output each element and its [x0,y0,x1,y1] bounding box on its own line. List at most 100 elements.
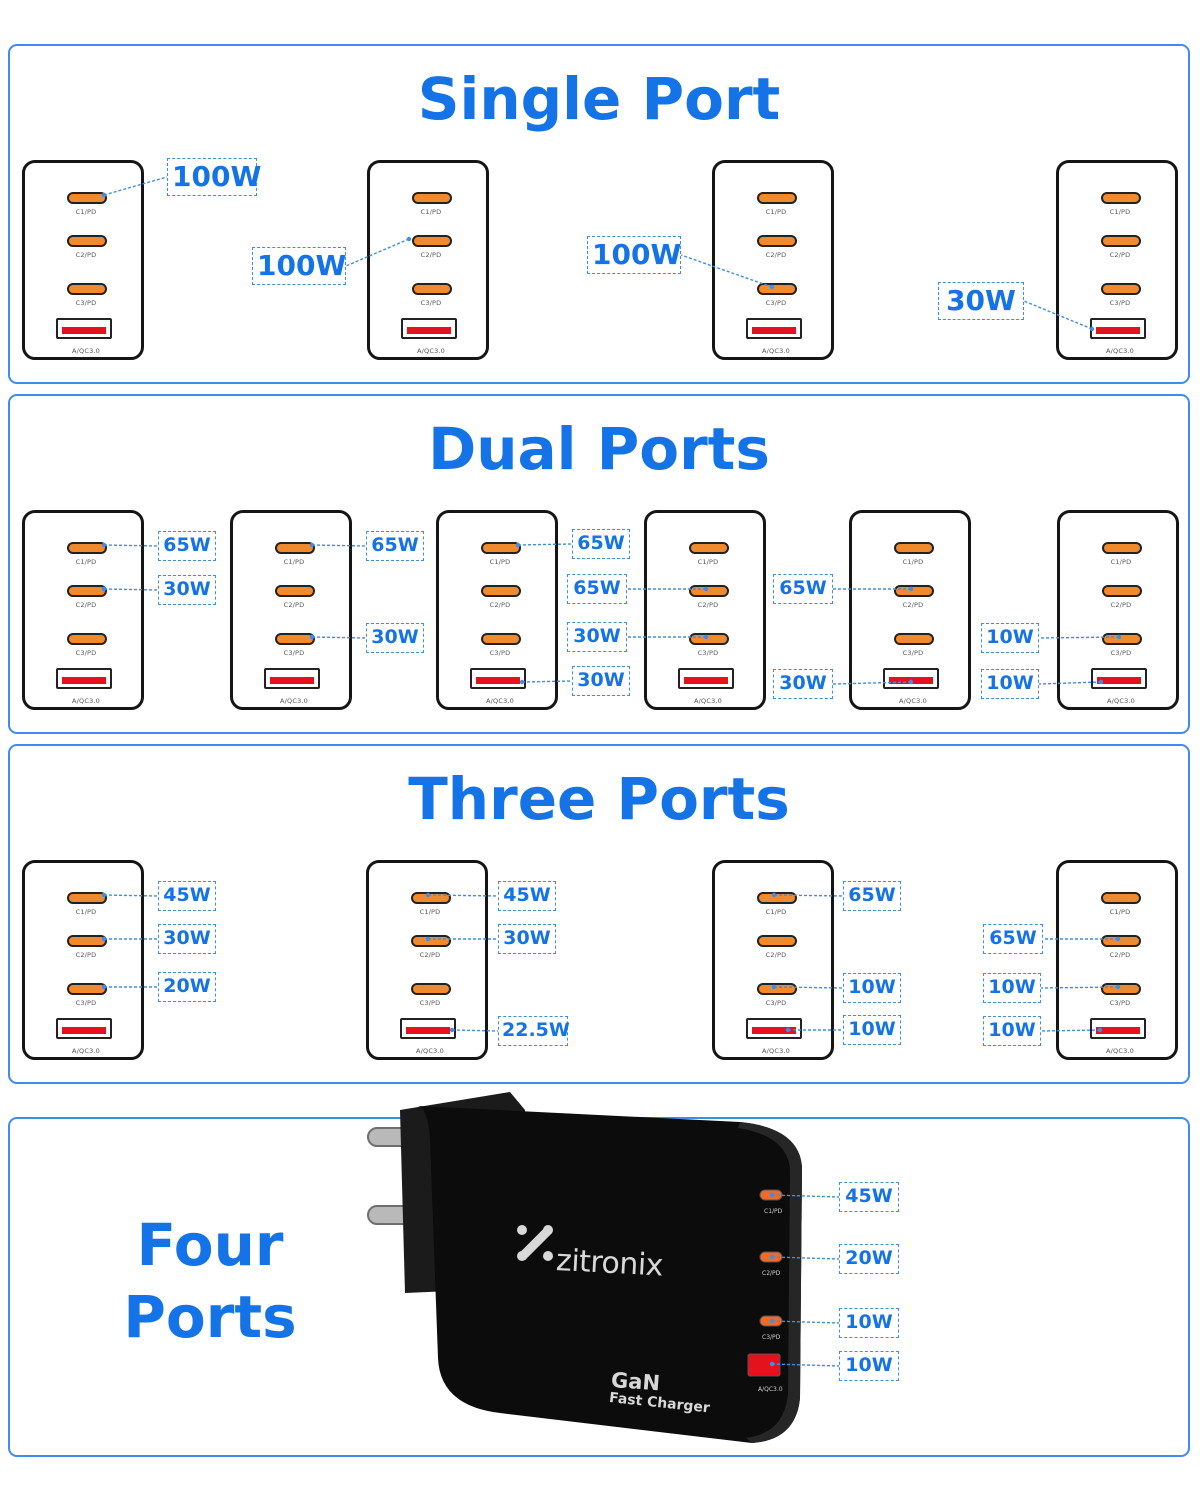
dual-ports-label-5-1: 65W [773,574,833,604]
port-label-c3: C3/PD [75,649,97,657]
usb-c1-port [1101,892,1141,904]
port-label-c3: C3/PD [283,649,305,657]
usb-c2-port [412,235,452,247]
three-ports-device-4: C1/PD C2/PD C3/PD A/QC3.0 [1056,860,1178,1060]
usb-c3-port [412,283,452,295]
port-label-c1: C1/PD [75,208,97,216]
charger-side-face [738,1122,802,1443]
usb-c1-port [1102,542,1142,554]
usb-c2-port [1101,235,1141,247]
port-label-c2: C2/PD [75,251,97,259]
usb-a-port [746,318,802,339]
dual-ports-label-4-2: 30W [567,622,627,652]
three-ports-label-2-2: 30W [498,924,556,954]
port-label-c1: C1/PD [1109,908,1131,916]
usb-c1-port [689,542,729,554]
usb-c2-port [411,935,451,947]
three-ports-label-3-1: 65W [843,881,901,911]
usb-c2-port [275,585,315,597]
usb-a-port [264,668,320,689]
usb-c3-port [757,283,797,295]
port-label-c3: C3/PD [75,999,97,1007]
four-ports-label-4: 10W [839,1351,899,1381]
dual-ports-label-5-2: 30W [773,669,833,699]
usb-c3-port [757,983,797,995]
port-label-c3: C3/PD [75,299,97,307]
three-ports-label-1-1: 45W [158,881,216,911]
dual-ports-label-4-1: 65W [567,574,627,604]
usb-c2-port [894,585,934,597]
port-label-a: A/QC3.0 [693,697,723,705]
port-label-c2: C2/PD [1109,951,1131,959]
usb-a-port [883,668,939,689]
charger-port-label-c1: C1/PD [764,1208,783,1215]
usb-c3-port [689,633,729,645]
usb-a-port [1090,1018,1146,1039]
port-label-c2: C2/PD [1110,601,1132,609]
port-label-c1: C1/PD [1109,208,1131,216]
port-label-c2: C2/PD [419,951,441,959]
usb-a-port [1091,668,1147,689]
single-port-label-3: 100W [587,236,681,274]
port-label-a: A/QC3.0 [71,1047,101,1055]
three-ports-label-4-2: 10W [983,973,1041,1003]
dual-ports-label-2-2: 30W [366,623,424,653]
four-ports-title-line1: Four [136,1211,284,1279]
dual-ports-label-6-1: 10W [981,623,1039,653]
three-ports-label-3-3: 10W [843,1015,901,1045]
usb-a-port [400,1018,456,1039]
usb-a-port [678,668,734,689]
port-label-a: A/QC3.0 [71,697,101,705]
dual-ports-label-3-2: 30W [572,666,630,696]
charger-port-label-a: A/QC3.0 [758,1386,783,1393]
usb-c2-port [1102,585,1142,597]
single-port-label-1: 100W [167,158,261,196]
port-label-a: A/QC3.0 [1105,347,1135,355]
port-label-a: A/QC3.0 [415,1047,445,1055]
port-label-c1: C1/PD [283,558,305,566]
usb-c3-port [481,633,521,645]
usb-a-port [1090,318,1146,339]
single-port-section: Single Port [8,44,1190,384]
port-label-a: A/QC3.0 [1106,697,1136,705]
usb-c1-port [1101,192,1141,204]
usb-c1-port [894,542,934,554]
single-port-label-2: 100W [252,247,346,285]
dual-ports-label-2-1: 65W [366,531,424,561]
usb-c1-port [67,542,107,554]
usb-c2-port [759,1251,783,1263]
usb-c2-port [67,235,107,247]
port-label-c1: C1/PD [902,558,924,566]
usb-a-port [746,1018,802,1039]
four-ports-title: Four Ports [80,1209,340,1353]
port-label-a: A/QC3.0 [761,1047,791,1055]
port-label-a: A/QC3.0 [279,697,309,705]
usb-c1-port [67,892,107,904]
three-ports-label-2-3: 22.5W [498,1016,570,1046]
port-label-c1: C1/PD [697,558,719,566]
usb-c2-port [481,585,521,597]
single-port-title: Single Port [417,65,781,133]
usb-c2-port [67,585,107,597]
port-label-c2: C2/PD [697,601,719,609]
charger-port-label-c2: C2/PD [762,1270,781,1277]
usb-c3-port [1101,983,1141,995]
charger-image [367,1092,802,1443]
three-ports-label-1-2: 30W [158,924,216,954]
dual-ports-label-1-2: 30W [158,575,216,605]
port-label-a: A/QC3.0 [71,347,101,355]
port-label-c3: C3/PD [1109,999,1131,1007]
three-ports-label-3-2: 10W [843,973,901,1003]
four-ports-label-3: 10W [839,1308,899,1338]
single-port-device-1: C1/PD C2/PD C3/PD A/QC3.0 [22,160,144,360]
usb-c2-port [757,235,797,247]
port-label-c3: C3/PD [902,649,924,657]
port-label-a: A/QC3.0 [1105,1047,1135,1055]
